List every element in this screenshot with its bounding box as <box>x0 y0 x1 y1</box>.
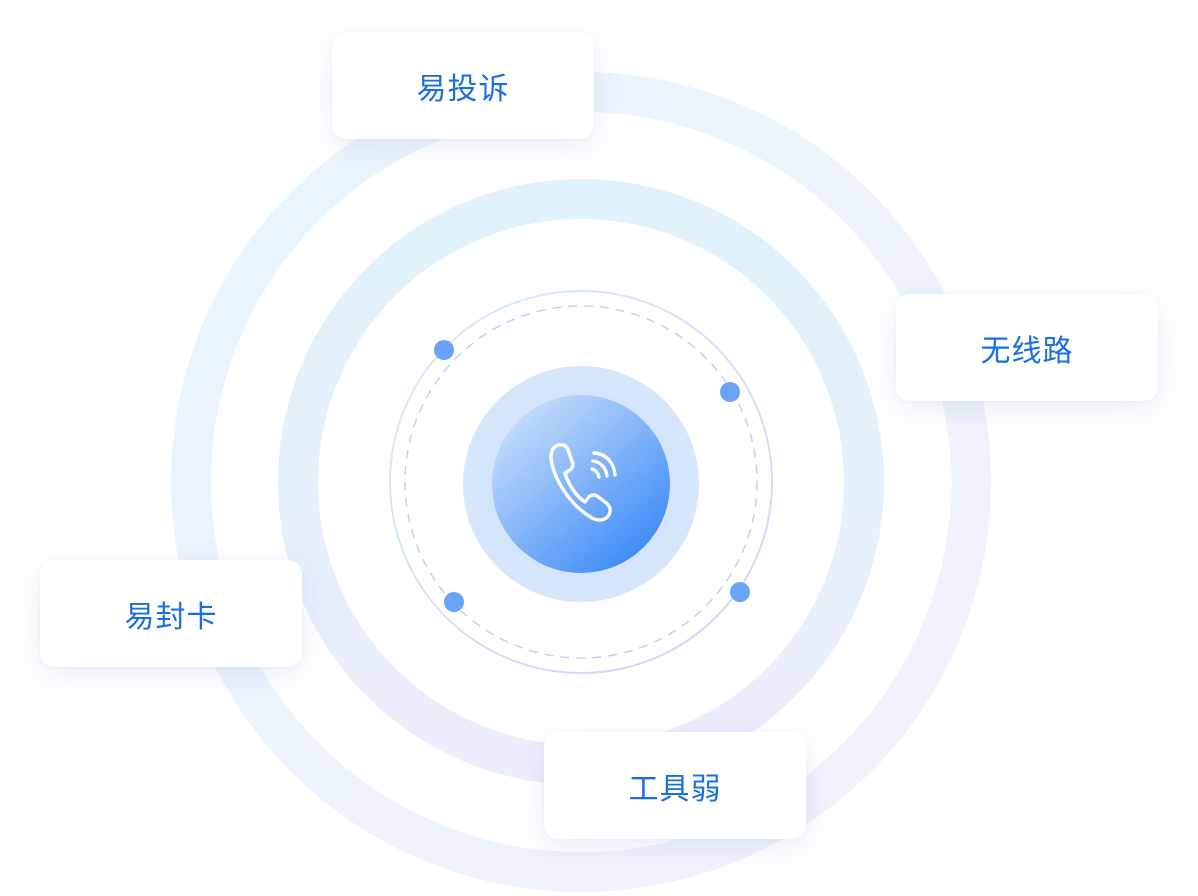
orbit-dot <box>730 582 750 602</box>
tool-weak-label: 工具弱 <box>628 771 722 807</box>
card-block-label: 易封卡 <box>124 599 218 635</box>
no-route-label: 无线路 <box>980 333 1074 369</box>
complaint-label: 易投诉 <box>416 71 510 107</box>
orbit-ring <box>389 290 773 674</box>
phone-signal-icon <box>549 443 617 522</box>
orbit-dot <box>444 592 464 612</box>
tool-weak-card: 工具弱 <box>544 732 806 839</box>
orbit-dot <box>720 382 740 402</box>
center-core <box>492 395 670 573</box>
complaint-card: 易投诉 <box>332 32 594 139</box>
orbit-dot <box>434 340 454 360</box>
no-route-card: 无线路 <box>896 294 1158 401</box>
card-block-card: 易封卡 <box>40 560 302 667</box>
dashed-orbit <box>404 305 758 659</box>
